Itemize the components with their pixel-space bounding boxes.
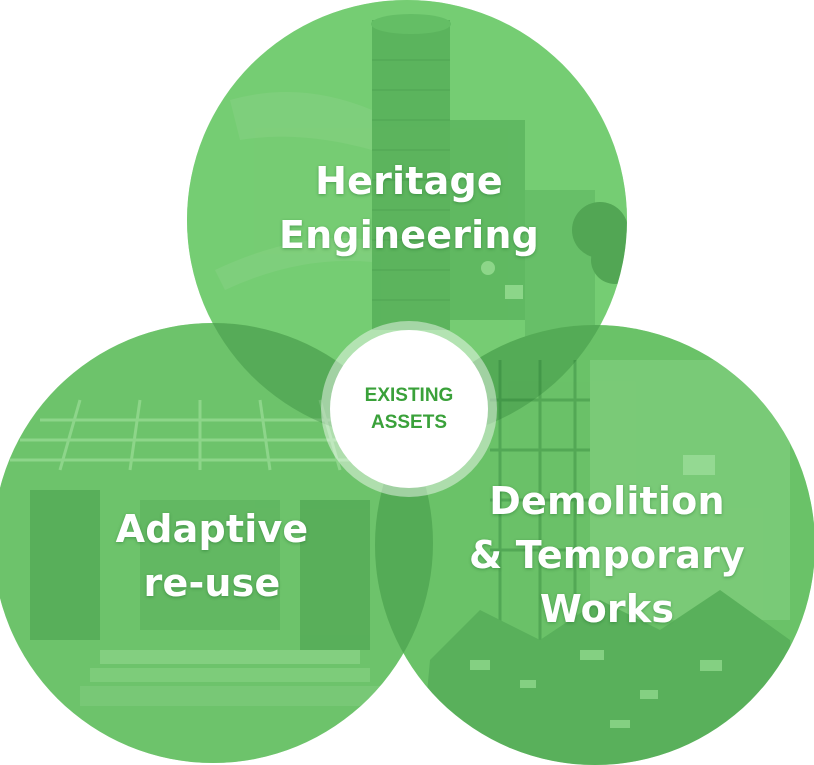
- center-existing-assets: EXISTING ASSETS: [330, 330, 488, 488]
- center-label-line: ASSETS: [370, 412, 448, 433]
- label-line: Adaptive: [115, 507, 309, 551]
- center-label-line: EXISTING: [364, 385, 454, 406]
- circle-demolition-temporary-works: [375, 325, 814, 765]
- label-heritage-engineering: Heritage Engineering: [204, 154, 614, 262]
- label-line: re-use: [143, 561, 281, 605]
- label-line: Engineering: [278, 213, 540, 257]
- label-line: & Temporary: [468, 533, 745, 577]
- label-line: Heritage: [315, 159, 503, 203]
- label-demolition-temporary-works: Demolition & Temporary Works: [412, 474, 802, 636]
- label-line: Works: [539, 587, 675, 631]
- label-adaptive-reuse: Adaptive re-use: [22, 502, 402, 610]
- label-line: Demolition: [489, 479, 725, 523]
